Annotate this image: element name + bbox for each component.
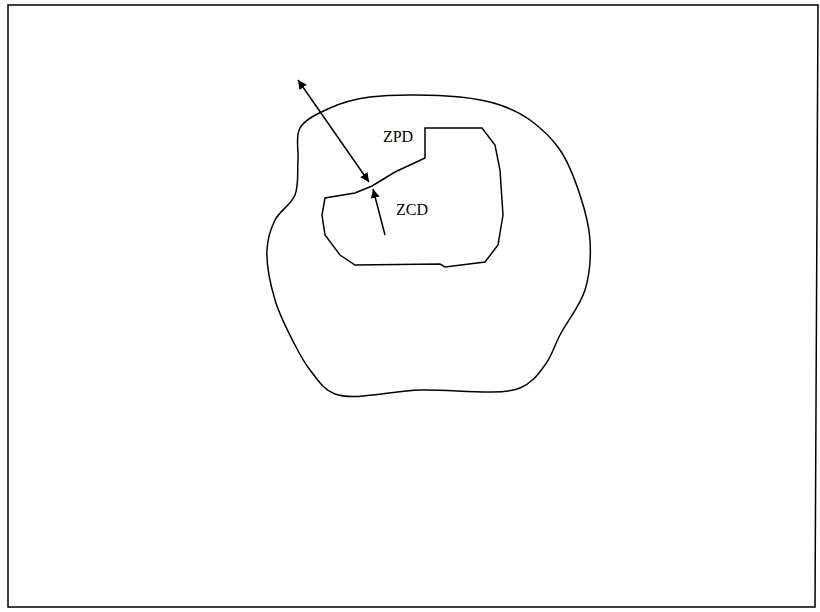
zone-label: ZPD <box>383 129 413 145</box>
outer-zone: ZPD ZCD <box>265 95 592 397</box>
zone-outline <box>320 126 508 270</box>
zone-boundary <box>322 128 503 267</box>
zone-outline <box>265 95 592 397</box>
zone-label: ZCD <box>396 202 428 218</box>
page-frame <box>8 5 818 607</box>
double-arrow <box>298 80 369 182</box>
inner-zone: ZCD <box>320 126 508 270</box>
zone-boundary <box>267 95 590 397</box>
pointer-arrow <box>373 189 385 235</box>
